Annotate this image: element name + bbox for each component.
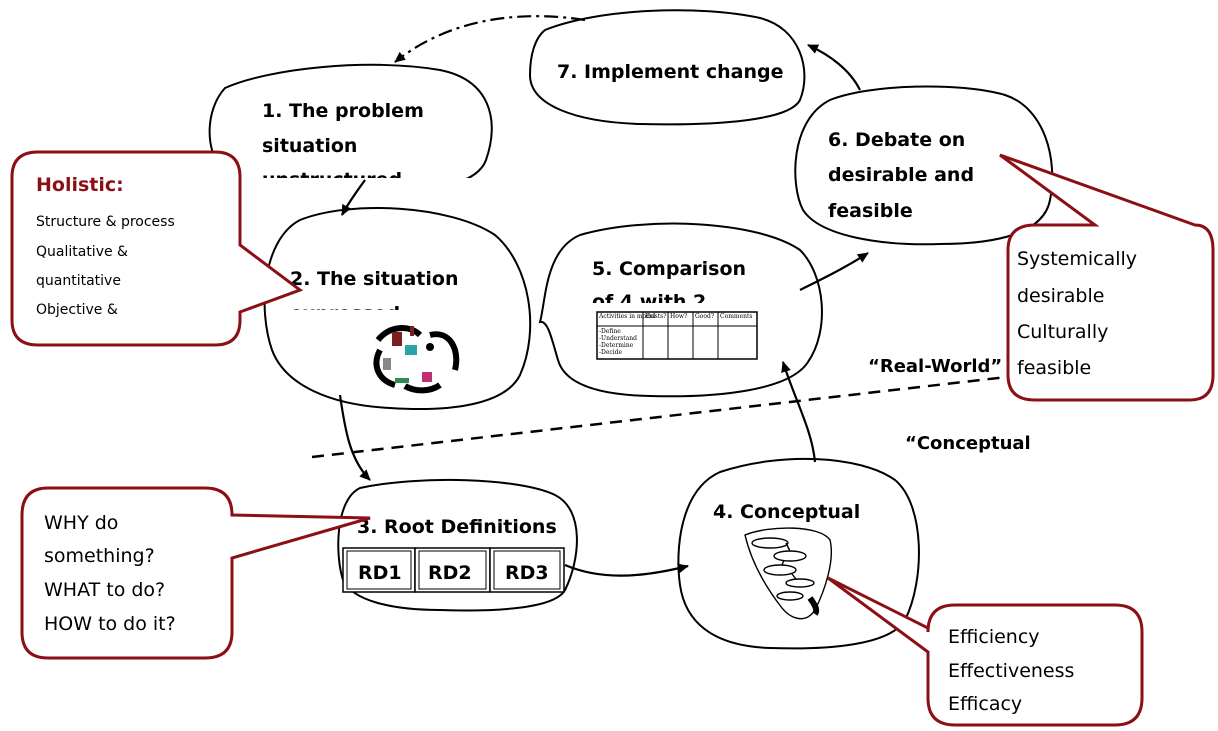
stage-1-cloud: 1. The problem situation unstructured (208, 63, 515, 208)
stage-5-label-line1: 5. Comparison (592, 258, 746, 280)
rd2-label: RD2 (428, 562, 472, 584)
table-header-good: Good? (695, 313, 714, 320)
stage-6-cloud: 6. Debate on desirable and feasible (794, 85, 1054, 246)
rd1-label: RD1 (358, 562, 402, 584)
efficiency-callout: Efficiency Effectiveness Efficacy (827, 576, 1144, 727)
holistic-callout-line3: quantitative (36, 273, 121, 289)
table-header-exists: Exists? (645, 313, 666, 320)
why-callout-line3: WHAT to do? (44, 579, 165, 601)
why-callout-line2: something? (44, 545, 155, 567)
world-divider-line (311, 370, 1051, 459)
table-row-define: -Define (599, 328, 621, 335)
arrow-7-to-1 (394, 15, 586, 63)
stage-1-label-line2: situation (262, 135, 357, 157)
root-definition-boxes: RD1 RD2 RD3 (342, 547, 565, 593)
stage-4-label: 4. Conceptual (713, 501, 860, 523)
stage-1-overflow-mask (215, 178, 515, 208)
holistic-callout-line2: Qualitative & (36, 244, 128, 260)
holistic-callout: Holistic: Structure & process Qualitativ… (10, 150, 304, 347)
rd3-label: RD3 (505, 562, 549, 584)
conceptual-model-sketch (744, 527, 832, 620)
table-row-determine: -Determine (599, 342, 634, 349)
holistic-callout-title: Holistic: (36, 174, 124, 196)
table-header-comments: Comments (720, 313, 753, 320)
arrow-3-to-4 (564, 563, 689, 577)
table-row-decide: -Decide (599, 349, 623, 356)
why-callout-line4: HOW to do it? (44, 613, 176, 635)
arrow-6-to-7 (807, 43, 861, 91)
stage-2-cloud: 2. The situation expressed (263, 207, 532, 411)
stage-5-overflow-mask (584, 303, 764, 311)
debate-callout-line3: Culturally (1017, 321, 1108, 343)
stage-3-cloud: 3. Root Definitions RD1 RD2 RD3 (337, 478, 578, 612)
comparison-table: Activities in model Exists? How? Good? C… (596, 311, 758, 360)
table-header-activities: Activities in model (598, 313, 656, 320)
stage-1-label-line1: 1. The problem (262, 100, 424, 122)
stage-3-label: 3. Root Definitions (357, 516, 557, 538)
stage-6-label-line2: desirable and (828, 164, 974, 186)
debate-callout-line2: desirable (1017, 285, 1104, 307)
arrow-1-to-2 (341, 179, 366, 216)
stage-6-label-line1: 6. Debate on (828, 129, 965, 151)
debate-callout-line1: Systemically (1017, 248, 1137, 270)
table-header-how: How? (670, 313, 687, 320)
debate-callout: Systemically desirable Culturally feasib… (999, 153, 1215, 402)
rich-picture-clipart (373, 325, 460, 394)
why-callout-line1: WHY do (44, 512, 118, 534)
arrow-4-to-5 (781, 361, 817, 463)
stage-7-cloud: 7. Implement change (528, 9, 806, 126)
stage-2-overflow-mask (282, 310, 482, 324)
criteria-callout-line3: Efficacy (948, 693, 1022, 715)
stage-5-cloud: 5. Comparison of 4 with 2 Activities in … (538, 222, 823, 398)
conceptual-world-label: “Conceptual (905, 433, 1031, 454)
stage-2-label-line1: 2. The situation (290, 268, 458, 290)
arrow-5-to-6 (799, 252, 869, 291)
stage-7-label: 7. Implement change (557, 61, 783, 83)
stage-6-label-line3: feasible (828, 200, 913, 222)
debate-callout-line4: feasible (1017, 357, 1091, 379)
holistic-callout-line1: Structure & process (36, 214, 175, 230)
holistic-callout-line4: Objective & (36, 302, 118, 318)
arrow-2-to-3 (338, 394, 371, 481)
criteria-callout-line2: Effectiveness (948, 660, 1074, 682)
why-what-how-callout: WHY do something? WHAT to do? HOW to do … (20, 486, 371, 660)
criteria-callout-line1: Efficiency (948, 626, 1040, 648)
table-row-understand: -Understand (599, 335, 637, 342)
real-world-label: “Real-World” (868, 356, 1002, 377)
